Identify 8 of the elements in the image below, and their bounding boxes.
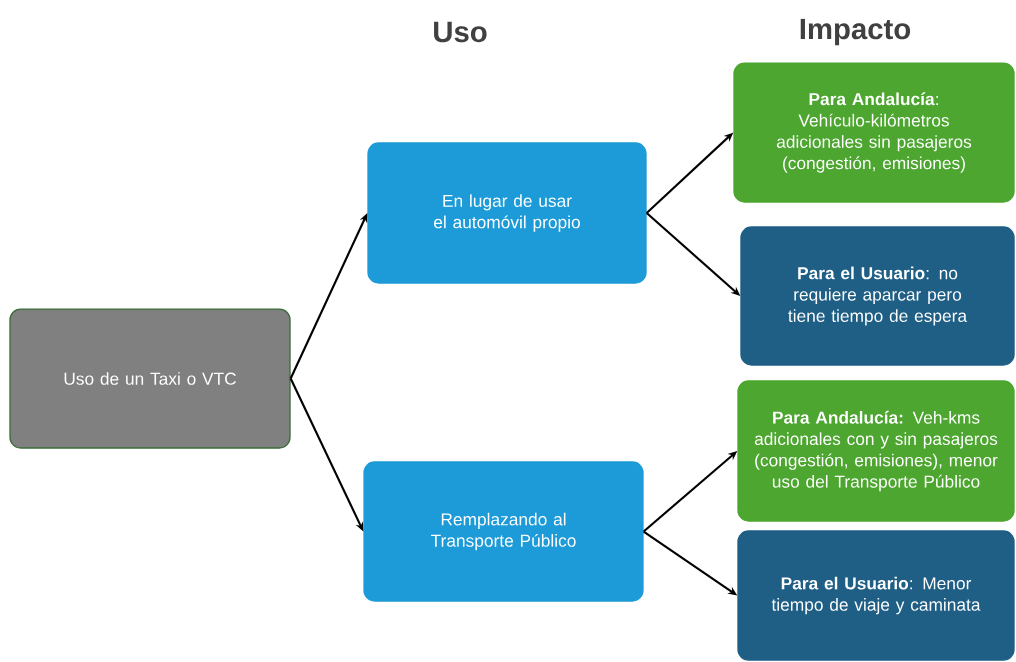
- usage-box: En lugar de usar el automóvil propio: [367, 142, 647, 284]
- impact-box: Para Andalucía: Veh-kms adicionales con y sin pasajeros (congestión, emisiones), menor uso del Transporte Público: [737, 380, 1015, 522]
- impact-box: Para el Usuario: no requiere aparcar pero tiene tiempo de espera: [740, 226, 1015, 366]
- column-heading: Uso: [434, 21, 487, 43]
- impact-box: Para el Usuario: Menor tiempo de viaje y caminata: [737, 530, 1015, 661]
- start-box: Uso de un Taxi o VTC: [9, 308, 291, 449]
- impact-box: Para Andalucía: Vehículo-kilómetros adicionales sin pasajeros (congestión, emisiones): [733, 62, 1015, 203]
- usage-box: Remplazando al Transporte Público: [363, 461, 644, 602]
